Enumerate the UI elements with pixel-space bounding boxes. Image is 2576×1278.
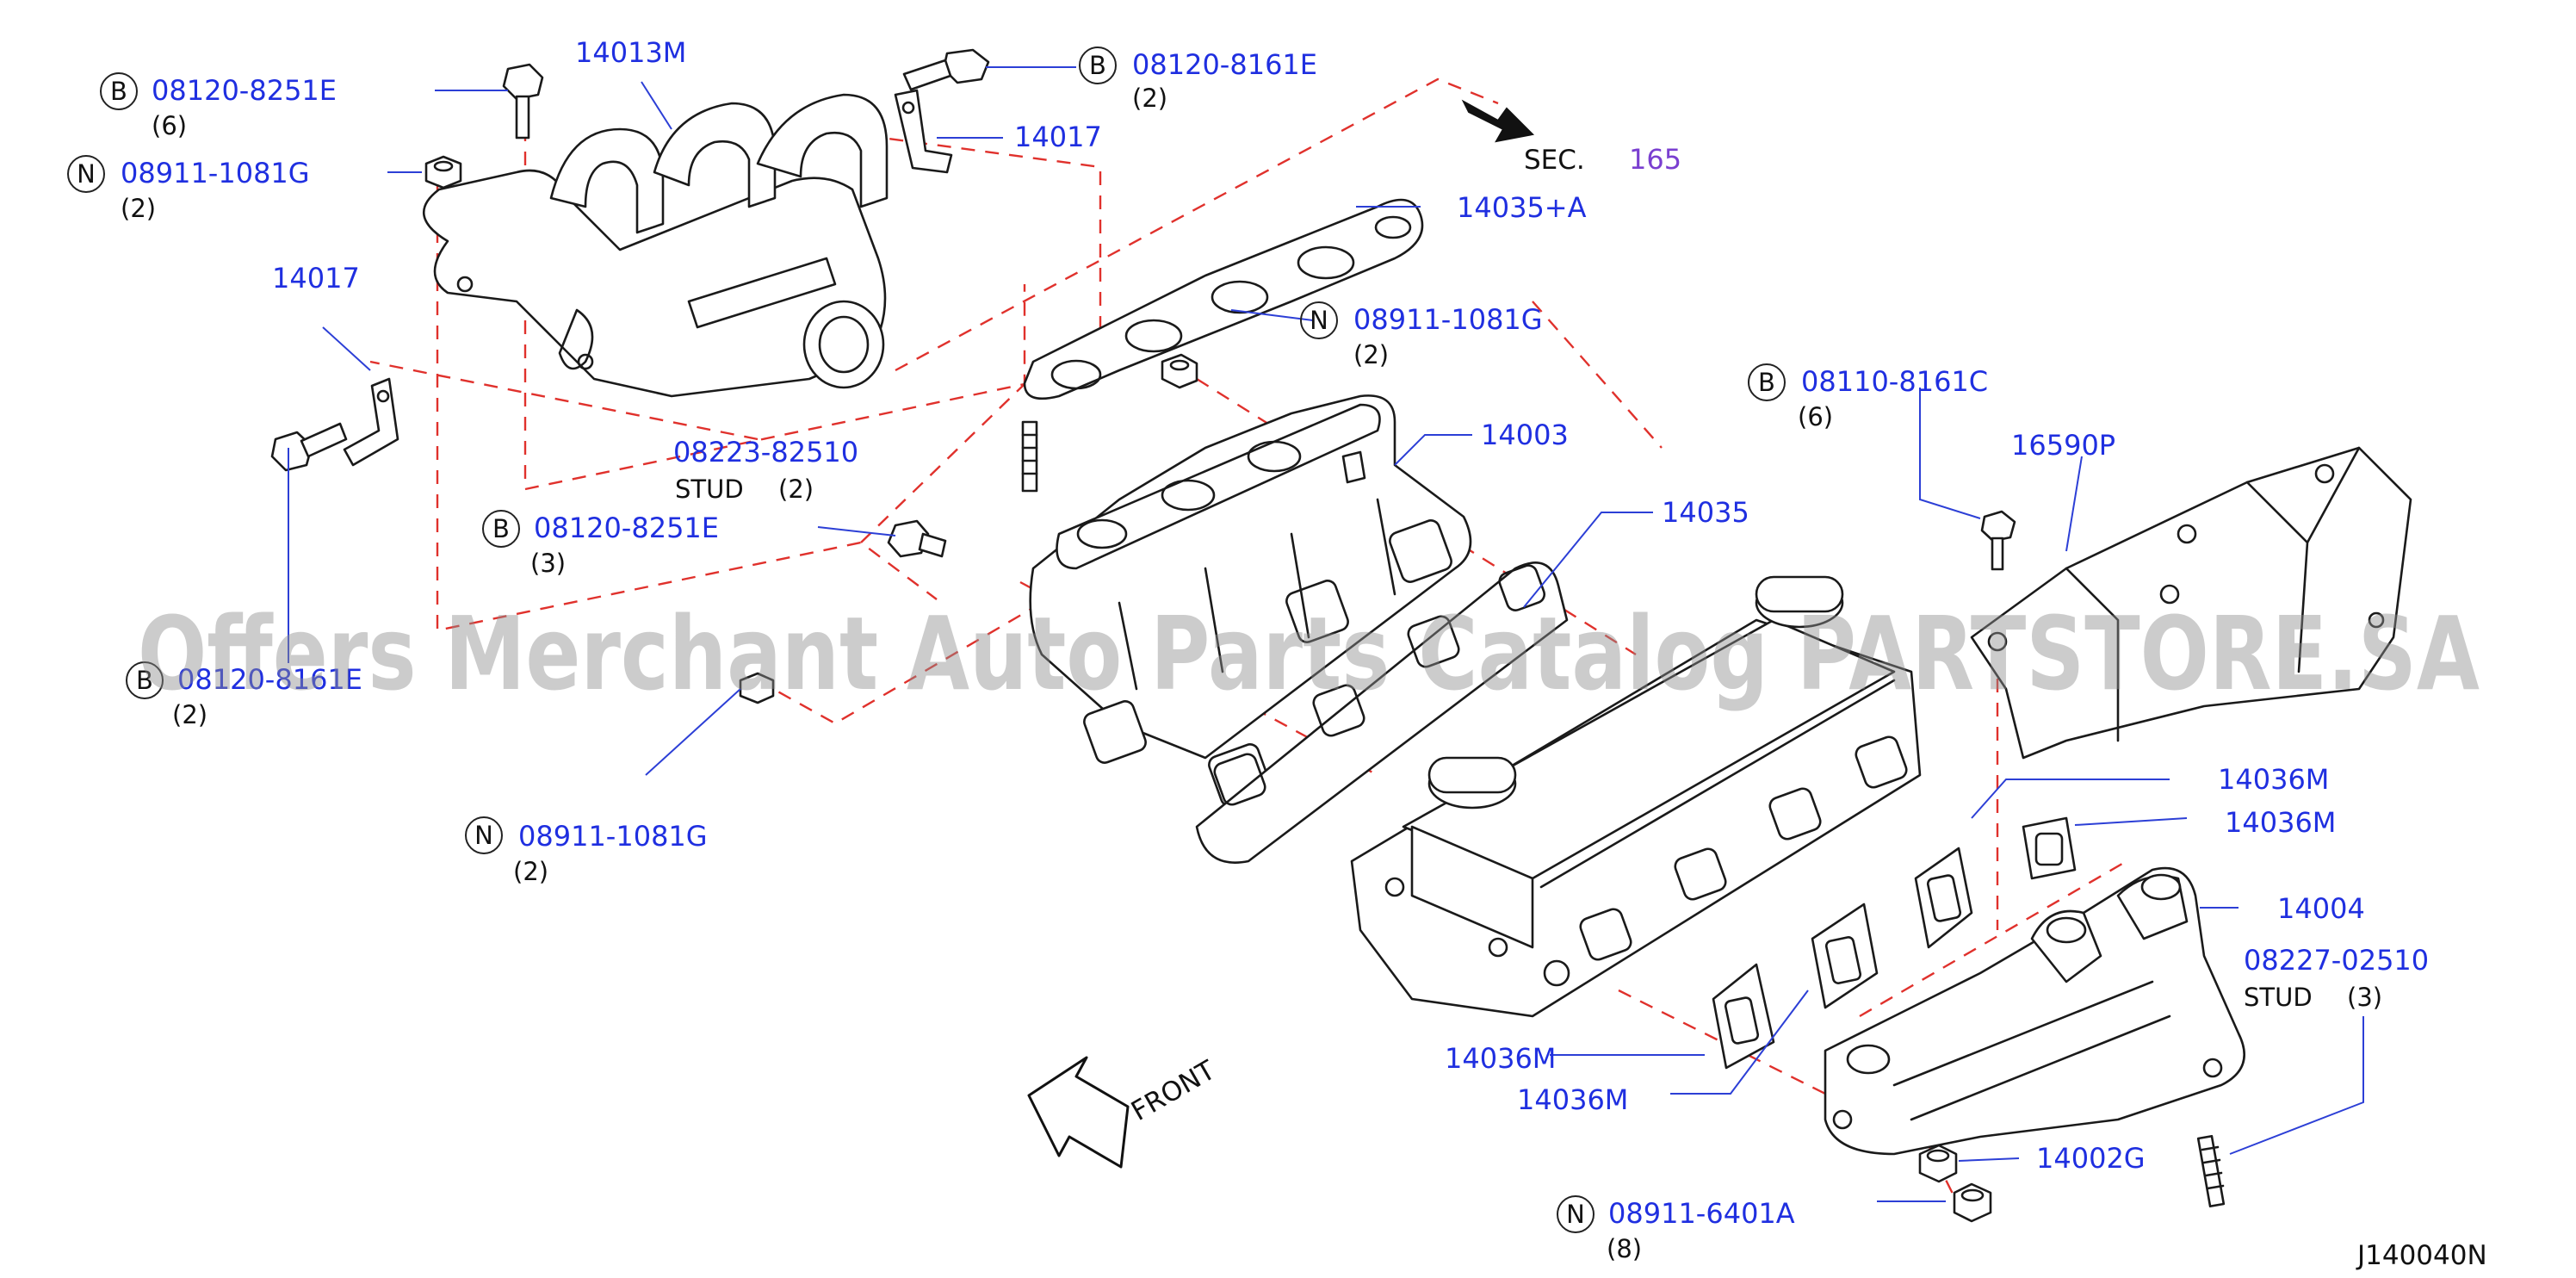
callout-circle	[1557, 1195, 1595, 1233]
part-quantity: (2)	[121, 194, 156, 223]
intake-manifold-drawing	[1029, 394, 1472, 807]
callout-nut-08911-1081g-low[interactable]: N 08911-1081G (2)	[465, 816, 708, 886]
part-type-label: STUD	[2244, 983, 2313, 1012]
cylinder-head-drawing	[1350, 575, 1922, 1018]
callout-letter: N	[77, 159, 96, 189]
diagram-code: J140040N	[2356, 1240, 2487, 1271]
stud-08227-drawing	[2196, 1134, 2226, 1208]
callout-letter: N	[1566, 1200, 1585, 1229]
part-number-gasket-14036m-b[interactable]: 14036M	[2225, 806, 2336, 839]
callout-circle	[100, 72, 138, 110]
watermark-text: Offers Merchant Auto Parts Catalog PARTS…	[138, 594, 2480, 713]
bolt-08120-8161E-drawing	[902, 48, 990, 91]
part-number-exhaust-manifold[interactable]: 14004	[2277, 892, 2365, 925]
part-number[interactable]: 08911-1081G	[518, 820, 708, 853]
part-number[interactable]: 08120-8251E	[534, 512, 719, 544]
front-arrow-icon	[1027, 1056, 1130, 1169]
callout-circle	[1748, 363, 1786, 401]
callout-circle	[482, 510, 520, 548]
callout-circle	[465, 816, 503, 854]
callout-nut-08911-1081g-mid[interactable]: N 08911-1081G (2)	[1300, 301, 1543, 369]
gasket-14035-drawing	[1195, 561, 1569, 864]
part-number[interactable]: 08911-1081G	[121, 157, 310, 189]
part-number-gasket-14036m-c[interactable]: 14036M	[1445, 1042, 1556, 1075]
front-label: FRONT	[1126, 1054, 1222, 1127]
part-number[interactable]: 08120-8161E	[177, 663, 362, 696]
section-arrow-icon	[1461, 99, 1535, 143]
part-number-bracket-right[interactable]: 14017	[1014, 121, 1102, 153]
nut-mid-drawing	[1161, 353, 1198, 389]
part-number-gasket-14035[interactable]: 14035	[1662, 496, 1749, 529]
callout-letter: N	[1310, 306, 1328, 335]
bolt-mid-drawing	[887, 519, 947, 558]
callout-letter: B	[110, 77, 127, 106]
exhaust-manifold-drawing	[1824, 866, 2245, 1156]
callout-circle	[1079, 47, 1117, 84]
part-number[interactable]: 08120-8161E	[1132, 48, 1317, 81]
callout-circle	[126, 661, 164, 699]
nut-14002g-drawing	[1918, 1144, 1958, 1183]
callout-letter: N	[474, 821, 493, 850]
callout-letter: B	[136, 666, 153, 695]
section-ref-prefix: SEC.	[1524, 145, 1585, 176]
nut-low-drawing	[739, 672, 775, 704]
part-quantity: (3)	[530, 549, 566, 578]
part-number-gasket-14036m-d[interactable]: 14036M	[1517, 1083, 1628, 1116]
bolt-left-drawing	[270, 422, 348, 472]
part-quantity: (2)	[778, 475, 814, 504]
part-number-gasket-14035a[interactable]: 14035+A	[1457, 191, 1587, 224]
part-number[interactable]: 08227-02510	[2244, 944, 2429, 977]
callout-letter: B	[1758, 368, 1775, 397]
part-quantity: (6)	[1798, 402, 1833, 431]
section-ref-number[interactable]: 165	[1629, 143, 1681, 176]
callout-circle	[67, 155, 105, 193]
callout-bolt-08120-8161e-top[interactable]: B 08120-8161E (2)	[1079, 47, 1317, 113]
part-quantity: (3)	[2347, 983, 2382, 1012]
part-quantity: (2)	[172, 700, 207, 729]
callout-stud-08227-02510[interactable]: 08227-02510 STUD (3)	[2244, 944, 2429, 1012]
part-quantity: (2)	[1353, 340, 1389, 369]
gaskets-14036m-drawing	[1712, 816, 2077, 1070]
callout-nut-08911-1081g-top[interactable]: N 08911-1081G (2)	[67, 155, 310, 223]
part-quantity: (2)	[513, 857, 548, 886]
callout-bolt-08120-8251e-mid[interactable]: B 08120-8251E (3)	[482, 510, 719, 578]
part-number-bracket-left[interactable]: 14017	[272, 262, 360, 295]
callout-bolt-08120-8161e-low[interactable]: B 08120-8161E (2)	[126, 661, 362, 729]
callout-circle	[1300, 301, 1338, 339]
part-number[interactable]: 08120-8251E	[152, 74, 337, 107]
part-number-heat-shield[interactable]: 16590P	[2011, 429, 2115, 462]
part-quantity: (8)	[1607, 1234, 1642, 1263]
intake-collector-drawing	[423, 93, 889, 398]
part-number[interactable]: 08110-8161C	[1801, 365, 1988, 398]
bracket-14017-right-drawing	[894, 89, 953, 174]
gasket-14035a-drawing	[1023, 198, 1424, 400]
part-type-label: STUD	[675, 475, 744, 504]
bolt-08110-drawing	[1980, 510, 2016, 571]
callout-nut-08911-6401a[interactable]: N 08911-6401A (8)	[1557, 1195, 1795, 1263]
callout-letter: B	[492, 514, 510, 543]
part-quantity: (2)	[1132, 84, 1167, 113]
part-number-gasket-14036m-a[interactable]: 14036M	[2218, 763, 2329, 796]
callout-stud-08223-82510[interactable]: 08223-82510 STUD (2)	[673, 436, 858, 504]
bracket-14017-left-drawing	[343, 377, 399, 467]
nut-08911-6401a-drawing	[1953, 1182, 1992, 1223]
bolt-top-drawing	[502, 63, 544, 140]
callout-bolt-08110-8161c[interactable]: B 08110-8161C (6)	[1748, 363, 1988, 431]
heat-shield-drawing	[1970, 446, 2412, 760]
part-number-nut-14002g[interactable]: 14002G	[2036, 1142, 2146, 1175]
part-number[interactable]: 08911-1081G	[1353, 303, 1543, 336]
part-number-intake-collector[interactable]: 14013M	[575, 36, 686, 69]
part-number-intake-manifold[interactable]: 14003	[1481, 419, 1569, 451]
stud-08223-drawing	[1021, 420, 1038, 493]
callout-bolt-08120-8251e-top[interactable]: B 08120-8251E (6)	[100, 72, 337, 140]
part-number[interactable]: 08911-6401A	[1608, 1197, 1795, 1230]
callout-letter: B	[1089, 51, 1106, 80]
part-number[interactable]: 08223-82510	[673, 436, 858, 468]
leader-lines	[288, 66, 2364, 1202]
nut-top-drawing	[424, 155, 462, 189]
part-quantity: (6)	[152, 111, 187, 140]
